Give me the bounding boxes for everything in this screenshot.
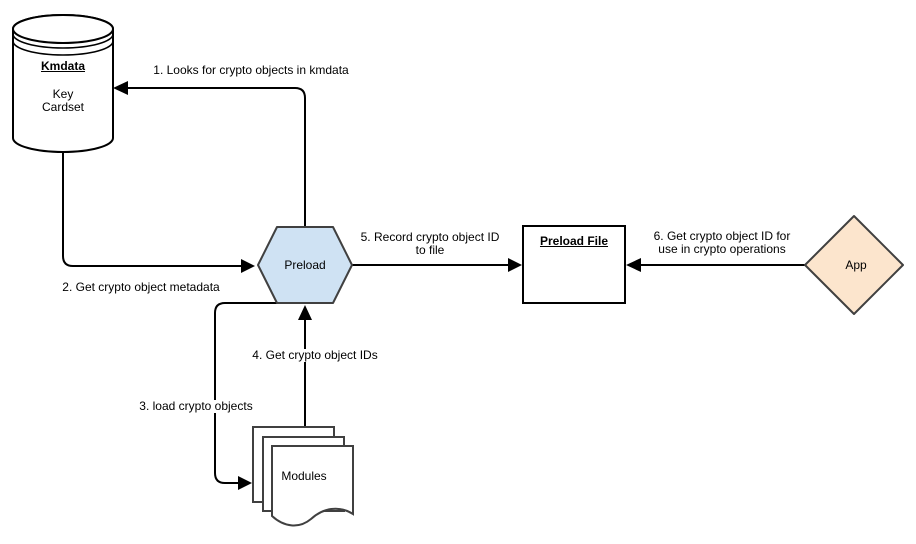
app-diamond	[804, 215, 904, 315]
edge-label-1: 1. Looks for crypto objects in kmdata	[151, 63, 351, 77]
kmdata-subtitle-line: Cardset	[41, 100, 85, 114]
edge-label-line: 5. Record crypto object ID	[360, 230, 500, 244]
edge-label-line: 1. Looks for crypto objects in kmdata	[153, 63, 349, 77]
edge-label-line: 4. Get crypto object IDs	[252, 348, 378, 362]
kmdata-subtitle: Key Cardset	[42, 88, 84, 114]
document-front	[271, 445, 354, 527]
edge-label-line: 3. load crypto objects	[139, 399, 253, 413]
edge-label-line: to file	[415, 243, 445, 257]
modules-document-stack	[252, 426, 354, 527]
edge-4-arrowhead-icon	[298, 305, 312, 320]
kmdata-cylinder	[12, 14, 114, 153]
edge-2-line	[62, 150, 242, 267]
preload-file-title: Preload File	[539, 234, 609, 248]
kmdata-subtitle-line: Key	[52, 87, 74, 101]
app-label: App	[845, 258, 867, 272]
cylinder-ring	[12, 33, 114, 49]
edge-label-5: 5. Record crypto object ID to file	[358, 230, 502, 257]
edge-label-4: 4. Get crypto object IDs	[250, 348, 380, 362]
edge-label-line: 6. Get crypto object ID for	[653, 229, 791, 243]
edge-6-arrowhead-icon	[626, 258, 641, 272]
cylinder-ring	[12, 40, 114, 56]
edge-2-arrowhead-icon	[241, 259, 255, 273]
preload-hexagon	[257, 226, 353, 304]
edge-5-arrowhead-icon	[508, 258, 522, 272]
edge-label-6: 6. Get crypto object ID for use in crypt…	[651, 229, 793, 256]
edge-3-line	[214, 302, 277, 484]
modules-label: Modules	[281, 469, 327, 483]
edge-label-2: 2. Get crypto object metadata	[60, 280, 222, 294]
kmdata-title: Kmdata	[40, 59, 86, 73]
edge-1-arrowhead-icon	[113, 81, 128, 95]
preload-file-rectangle	[522, 225, 626, 304]
preload-label: Preload	[284, 258, 326, 272]
edge-label-line: use in crypto operations	[658, 242, 786, 256]
edge-1-line	[118, 87, 306, 227]
edge-3-arrowhead-icon	[238, 476, 252, 490]
edge-label-line: 2. Get crypto object metadata	[62, 280, 220, 294]
edge-label-3: 3. load crypto objects	[137, 399, 255, 413]
